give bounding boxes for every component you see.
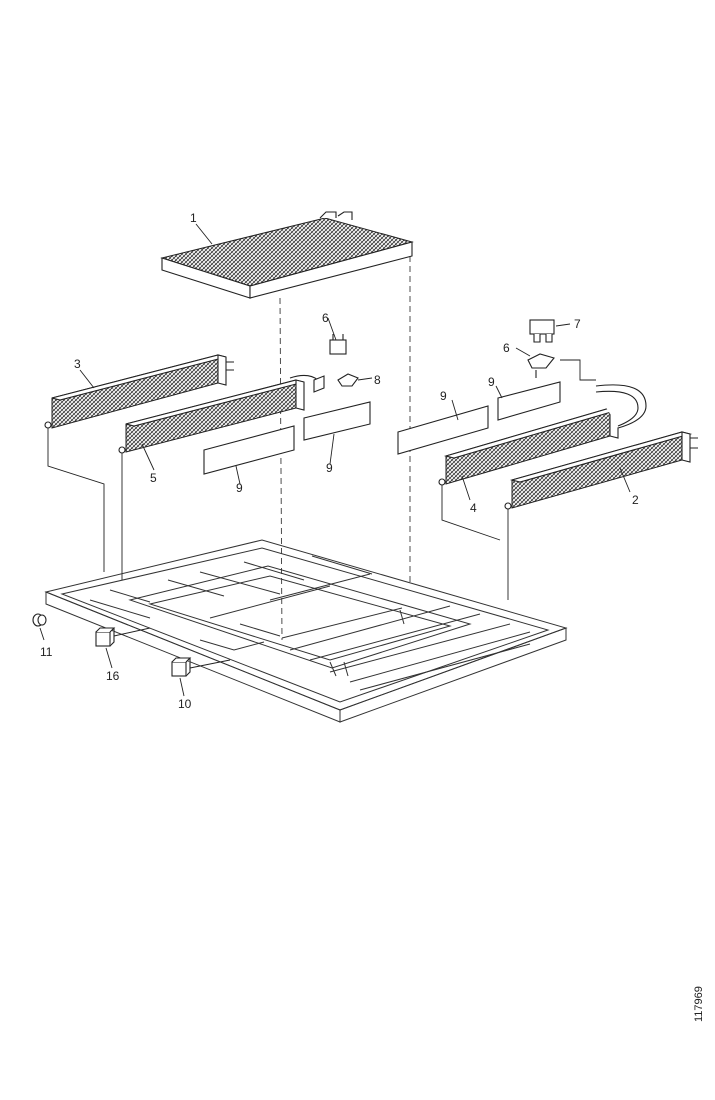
callout-11: 11 bbox=[40, 645, 53, 659]
clip-part-b bbox=[171, 657, 231, 677]
callout-9-left-b: 9 bbox=[326, 461, 333, 475]
plug-part bbox=[32, 613, 47, 627]
left-fuse-assembly bbox=[313, 334, 359, 393]
heater-right-front-part bbox=[504, 431, 698, 510]
callout-9-left-a: 9 bbox=[236, 481, 243, 495]
figure-id: 117969 bbox=[693, 986, 705, 1022]
right-fuse-assembly bbox=[527, 319, 555, 378]
callout-1: 1 bbox=[190, 211, 197, 225]
filter-projection-lines bbox=[279, 256, 411, 641]
heater-left-back-part bbox=[44, 354, 234, 429]
top-filter-part bbox=[160, 211, 414, 299]
clip-part-a bbox=[95, 627, 151, 647]
callout-6-right: 6 bbox=[503, 341, 510, 355]
callout-9-right-a: 9 bbox=[440, 389, 447, 403]
base-frame bbox=[44, 539, 568, 723]
callout-leaders bbox=[39, 223, 631, 697]
callout-3: 3 bbox=[74, 357, 81, 371]
callout-16: 16 bbox=[106, 669, 120, 683]
callout-7: 7 bbox=[574, 317, 581, 331]
left-shield-panels bbox=[203, 401, 371, 475]
callout-4: 4 bbox=[470, 501, 477, 515]
callout-8: 8 bbox=[374, 373, 381, 387]
heater-right-back-part bbox=[438, 359, 647, 486]
callout-2: 2 bbox=[632, 493, 639, 507]
callout-6-left: 6 bbox=[322, 311, 329, 325]
callout-9-right-b: 9 bbox=[488, 375, 495, 389]
callout-10: 10 bbox=[178, 697, 192, 711]
assembly-guide-lines bbox=[47, 428, 509, 600]
callout-5: 5 bbox=[150, 471, 157, 485]
right-shield-panels bbox=[397, 381, 561, 455]
callout-labels: 1 3 5 6 8 9 9 9 9 6 7 4 2 11 16 10 bbox=[40, 211, 639, 711]
